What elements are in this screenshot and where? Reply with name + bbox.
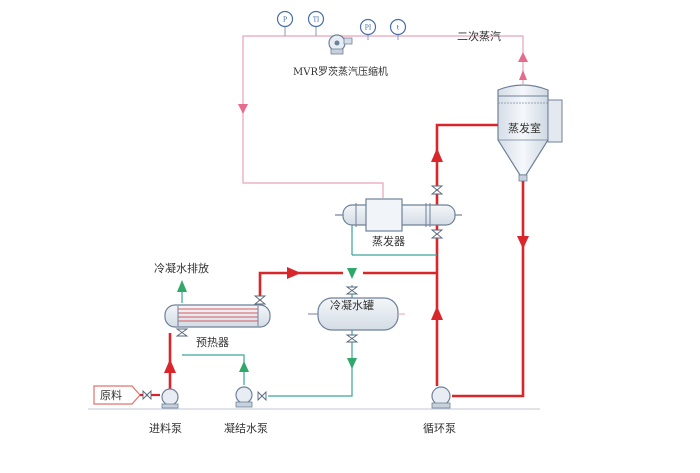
preheater-label: 预热器 (196, 336, 229, 349)
feed-pump (161, 388, 179, 409)
evaporator (335, 198, 462, 232)
circulation-pump (431, 386, 451, 409)
pressure-gauge-icon (359, 18, 377, 36)
steam-up-arrow-icon (518, 52, 528, 62)
feed-pump-label: 进料泵 (149, 421, 182, 435)
gauge-symbol: TI (313, 17, 320, 24)
compressor-label: MVR罗茨蒸汽压缩机 (293, 65, 388, 78)
preheater (164, 304, 271, 328)
raw-material-box (93, 385, 141, 405)
flow-arrow-icon (164, 359, 176, 373)
gauge-1: P (276, 10, 294, 36)
mvr-compressor (328, 34, 353, 55)
gauge-symbol: PI (365, 25, 372, 32)
condensate-tank (308, 297, 405, 331)
circulation-pump-label: 循环泵 (423, 422, 456, 435)
gauge-symbol: P (283, 17, 287, 24)
discharge-arrow-icon (177, 280, 187, 292)
condensate-pump-label: 凝结水泵 (224, 421, 268, 435)
steam-down-arrow-icon (238, 104, 248, 114)
condensate-arrow-icon (347, 268, 357, 279)
flow-arrow-icon (431, 148, 443, 162)
gauge-4: t (389, 18, 407, 40)
gauge-3: PI (359, 18, 377, 40)
gauge-symbol: t (397, 25, 400, 32)
evaporation-chamber-label: 蒸发室 (508, 121, 541, 135)
condensate-arrow-icon (347, 358, 357, 369)
temperature-gauge-icon (389, 18, 407, 36)
flow-arrow-icon (287, 267, 301, 279)
valve-icon (142, 389, 152, 401)
flow-arrow-icon (517, 236, 529, 249)
condensate-tank-label: 冷凝水罐 (330, 298, 374, 312)
condensate-discharge-label: 冷凝水排放 (154, 261, 209, 275)
secondary-steam-line (242, 35, 524, 198)
pressure-gauge-icon (276, 10, 294, 28)
temperature-gauge-icon (307, 10, 325, 28)
steam-outlet-arrow-icon (519, 70, 527, 80)
condensate-arrow-icon (239, 361, 249, 372)
valve-icon (253, 185, 444, 305)
secondary-steam-label: 二次蒸汽 (457, 29, 501, 43)
evaporation-chamber (497, 84, 563, 182)
raw-material-label: 原料 (100, 388, 122, 402)
evaporator-label: 蒸发器 (372, 234, 405, 248)
flow-arrow-icon (431, 306, 443, 320)
gauge-2: TI (307, 10, 325, 36)
condensate-pump (235, 386, 253, 408)
valve-icon (175, 286, 359, 402)
